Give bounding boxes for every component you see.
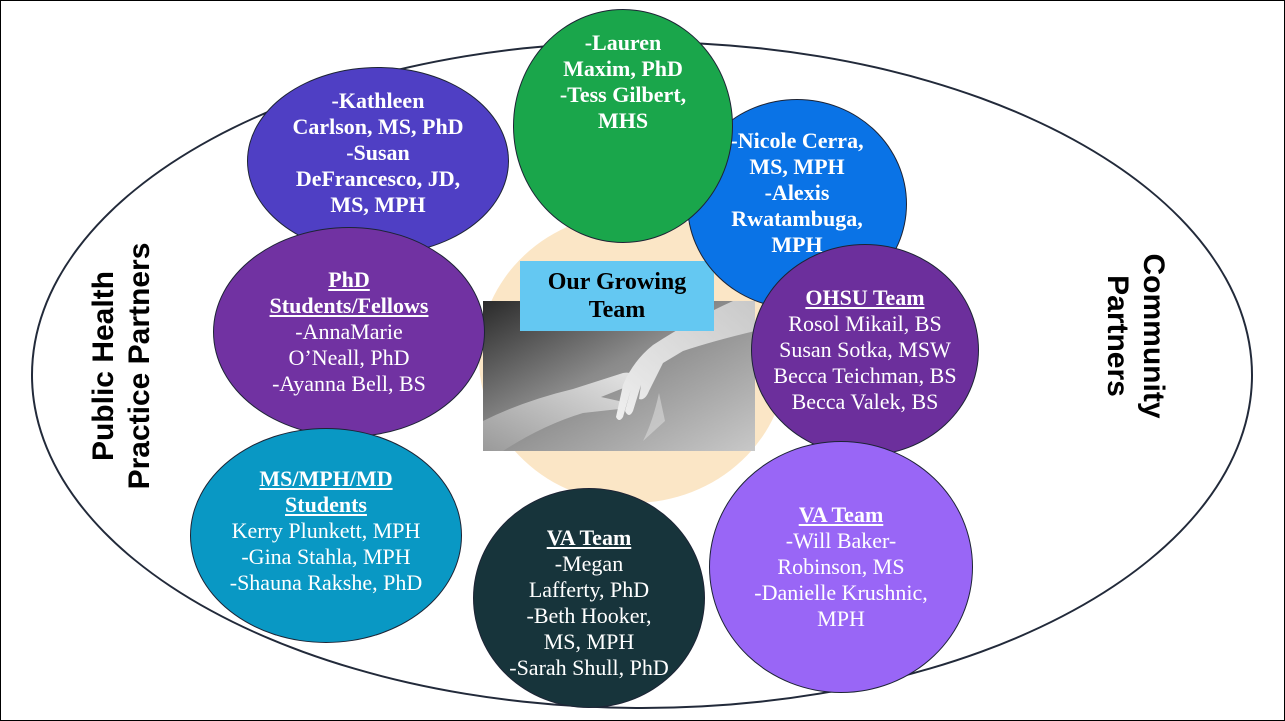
- lauren-tess-bubble: -Lauren Maxim, PhD -Tess Gilbert, MHS: [513, 9, 733, 243]
- bubble-line: Maxim, PhD: [563, 56, 683, 81]
- side-right-line-2: Partners: [1101, 275, 1134, 397]
- bubble-line: MS, MPH: [749, 154, 845, 179]
- bubble-line: Kerry Plunkett, MPH: [231, 517, 421, 543]
- ohsu-team-bubble: OHSU Team Rosol Mikail, BS Susan Sotka, …: [751, 244, 979, 456]
- va-team-bottom-bubble: VA Team -Megan Lafferty, PhD -Beth Hooke…: [473, 488, 705, 708]
- bubble-line: -Lauren: [584, 30, 662, 55]
- bubble-line: DeFrancesco, JD,: [295, 166, 461, 191]
- bubble-line: MHS: [597, 108, 649, 133]
- bubble-heading: MS/MPH/MD: [259, 465, 393, 491]
- bubble-line: O’Neall, PhD: [288, 345, 410, 370]
- bubble-line: MPH: [771, 232, 823, 257]
- bubble-heading: Students: [285, 491, 367, 517]
- bubble-line: -Shauna Rakshe, PhD: [229, 569, 423, 595]
- bubble-line: -AnnaMarie: [295, 319, 403, 344]
- bubble-line: -Alexis: [764, 180, 830, 205]
- bubble-heading: Students/Fellows: [269, 293, 429, 318]
- bubble-line: -Kathleen: [331, 88, 425, 113]
- side-left-line-1: Public Health: [87, 270, 120, 462]
- bubble-heading: PhD: [328, 267, 370, 292]
- bubble-line: -Danielle Krushnic,: [754, 580, 928, 605]
- bubble-line: -Beth Hooker,: [526, 603, 652, 628]
- bubble-line: Carlson, MS, PhD: [292, 114, 464, 139]
- bubble-line: -Nicole Cerra,: [730, 128, 864, 153]
- bubble-line: -Sarah Shull, PhD: [509, 655, 669, 680]
- community-partners-label: Community Partners: [1091, 216, 1171, 456]
- public-health-practice-partners-label: Public Health Practice Partners: [86, 216, 166, 516]
- bubble-line: -Tess Gilbert,: [559, 82, 687, 107]
- bubble-line: MS, MPH: [543, 629, 635, 654]
- bubble-line: -Ayanna Bell, BS: [272, 371, 426, 396]
- bubble-line: -Gina Stahla, MPH: [241, 543, 411, 569]
- va-team-right-bubble: VA Team -Will Baker- Robinson, MS -Danie…: [709, 441, 973, 693]
- bubble-line: Becca Valek, BS: [791, 389, 939, 414]
- bubble-line: Becca Teichman, BS: [773, 363, 957, 388]
- center-title: Our Growing Team: [520, 261, 714, 331]
- bubble-line: MPH: [817, 606, 865, 631]
- bubble-line: Susan Sotka, MSW: [779, 337, 951, 362]
- center-title-line-2: Team: [588, 297, 646, 323]
- bubble-heading: VA Team: [546, 525, 632, 550]
- bubble-line: MS, MPH: [330, 192, 426, 217]
- bubble-line: Rwatambuga,: [731, 206, 863, 231]
- bubble-line: -Susan: [346, 140, 410, 165]
- bubble-heading: VA Team: [798, 502, 884, 527]
- bubble-line: Robinson, MS: [777, 554, 905, 579]
- center-title-line-1: Our Growing: [547, 269, 687, 295]
- kathleen-susan-bubble: -Kathleen Carlson, MS, PhD -Susan DeFran…: [247, 67, 509, 255]
- side-left-line-2: Practice Partners: [123, 242, 156, 490]
- ms-mph-md-students-bubble: MS/MPH/MD Students Kerry Plunkett, MPH -…: [190, 428, 462, 643]
- bubble-line: -Megan: [554, 551, 624, 576]
- bubble-line: -Will Baker-: [785, 528, 897, 553]
- bubble-line: Lafferty, PhD: [528, 577, 650, 602]
- phd-students-bubble: PhD Students/Fellows -AnnaMarie O’Neall,…: [213, 227, 485, 437]
- side-right-line-1: Community: [1137, 253, 1170, 419]
- bubble-heading: OHSU Team: [805, 285, 925, 310]
- bubble-line: Rosol Mikail, BS: [788, 311, 942, 336]
